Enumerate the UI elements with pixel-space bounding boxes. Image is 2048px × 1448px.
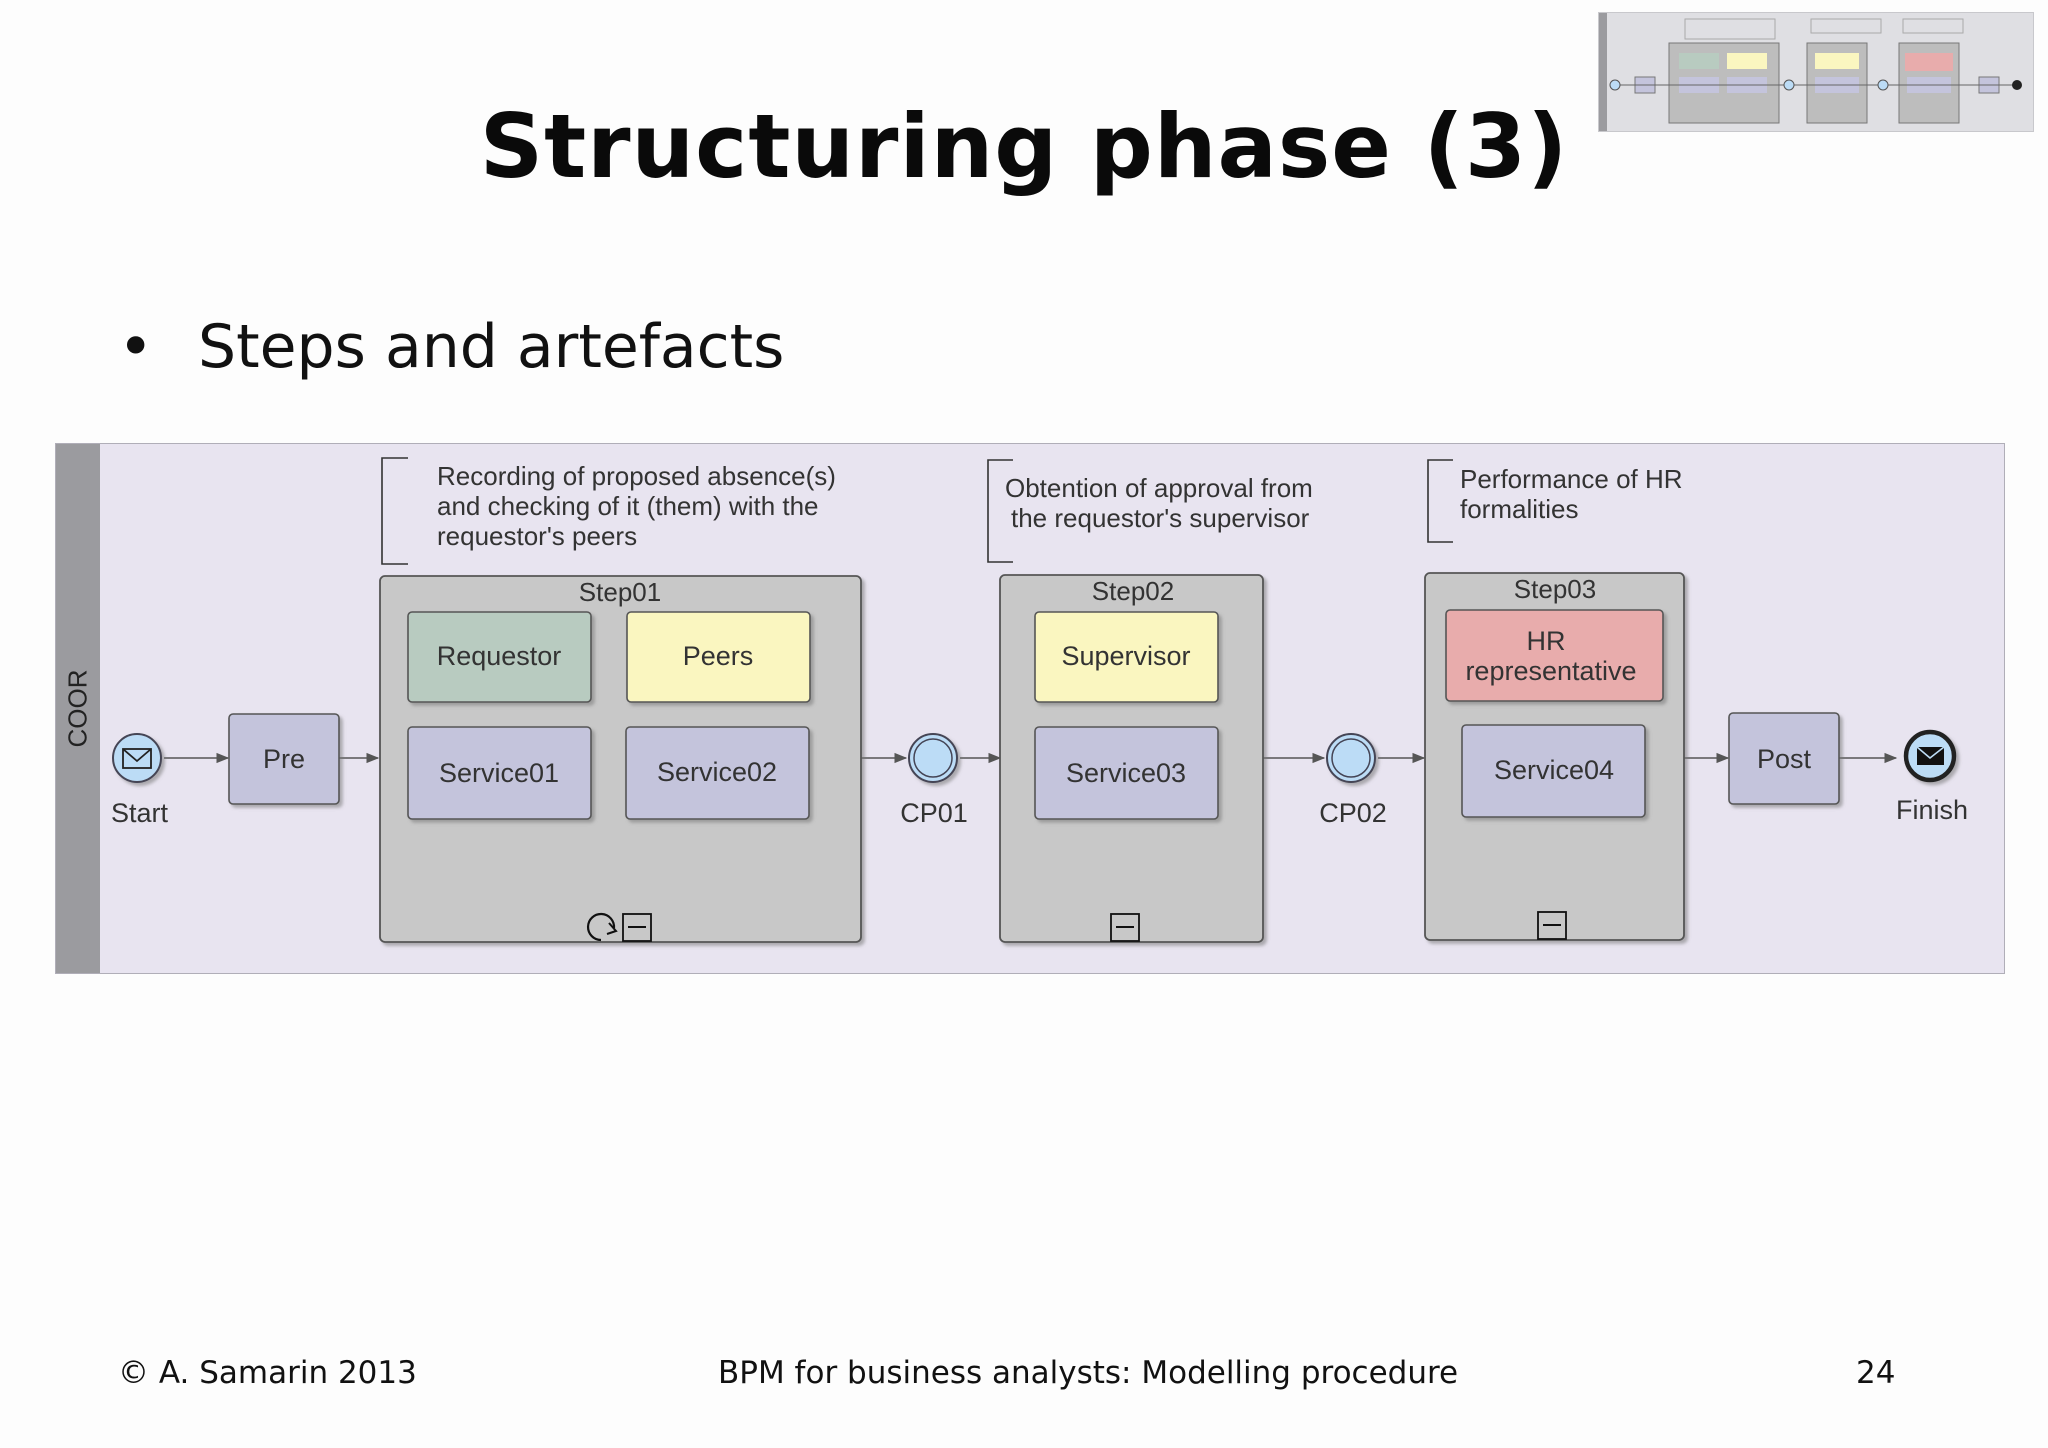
annotation-step01-line2: and checking of it (them) with the	[437, 491, 819, 521]
footer-course: BPM for business analysts: Modelling pro…	[718, 1355, 1459, 1391]
annotation-step03-line2: formalities	[1460, 494, 1578, 524]
cp01-label: CP01	[900, 798, 968, 828]
start-label: Start	[111, 798, 169, 828]
bullet-text: Steps and artefacts	[198, 312, 785, 382]
service04-label: Service04	[1494, 755, 1614, 785]
bullet-symbol: •	[118, 312, 154, 382]
start-event	[112, 733, 162, 783]
footer-page-number: 24	[1856, 1355, 1896, 1391]
footer-copyright: © A. Samarin 2013	[118, 1355, 417, 1391]
annotation-step02-line2: the requestor's supervisor	[1011, 503, 1310, 533]
pre-task: Pre	[228, 713, 340, 805]
peers-label: Peers	[683, 641, 754, 671]
loop-icon	[586, 912, 618, 942]
cp02-label: CP02	[1319, 798, 1387, 828]
annotation-step02-line1: Obtention of approval from	[1005, 473, 1313, 503]
lane-header	[56, 444, 100, 973]
collapse-icon	[622, 913, 652, 942]
hr-label-line1: HR	[1527, 626, 1566, 656]
annotation-brackets	[381, 457, 1453, 565]
requestor-label: Requestor	[437, 641, 562, 671]
diagram-thumbnail	[1598, 12, 2034, 132]
filled-envelope-icon	[1916, 746, 1945, 765]
collapse-icon	[1110, 913, 1140, 942]
service02-label: Service02	[657, 757, 777, 787]
step01-label: Step01	[579, 577, 661, 607]
service03-label: Service03	[1066, 758, 1186, 788]
step01-subprocess: Step01 Requestor Peers Service01 Service…	[379, 575, 862, 943]
step02-label: Step02	[1092, 576, 1174, 606]
envelope-icon	[122, 748, 152, 769]
supervisor-label: Supervisor	[1061, 641, 1190, 671]
annotation-step03-line1: Performance of HR	[1460, 464, 1683, 494]
slide-title: Structuring phase (3)	[479, 95, 1569, 198]
bpmn-diagram: COOR Recording of	[55, 443, 2005, 974]
pre-label: Pre	[263, 744, 305, 774]
post-label: Post	[1757, 744, 1812, 774]
step03-subprocess: Step03 HR representative Service04	[1424, 572, 1685, 941]
collapse-icon	[1537, 911, 1567, 940]
hr-label-line2: representative	[1465, 656, 1636, 686]
post-task: Post	[1728, 712, 1840, 805]
cp02-event	[1326, 733, 1376, 783]
step02-subprocess: Step02 Supervisor Service03	[999, 574, 1264, 943]
service01-label: Service01	[439, 758, 559, 788]
finish-event	[1903, 729, 1957, 783]
finish-label: Finish	[1896, 795, 1968, 825]
step03-label: Step03	[1514, 574, 1596, 604]
annotation-step01-line1: Recording of proposed absence(s)	[437, 461, 836, 491]
cp01-event	[908, 733, 958, 783]
annotation-step01-line3: requestor's peers	[437, 521, 637, 551]
